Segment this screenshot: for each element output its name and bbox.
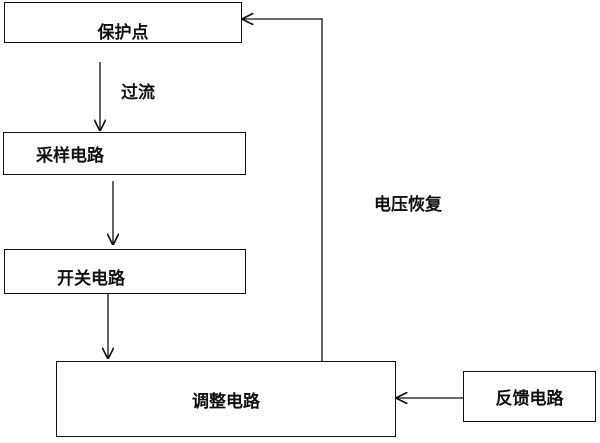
overcurrent-label: 过流 xyxy=(121,83,155,103)
sampling-circuit-box: 采样电路 xyxy=(3,132,246,175)
arrow-adjust-to-protection xyxy=(243,19,323,362)
protection-point-label: 保护点 xyxy=(97,23,149,43)
feedback-circuit-box: 反馈电路 xyxy=(463,371,596,422)
feedback-circuit-label: 反馈电路 xyxy=(495,389,564,409)
voltage-recovery-label: 电压恢复 xyxy=(374,195,442,215)
adjust-circuit-box: 调整电路 xyxy=(56,361,396,437)
sampling-circuit-label: 采样电路 xyxy=(36,146,104,166)
adjust-circuit-label: 调整电路 xyxy=(192,391,260,412)
switch-circuit-box: 开关电路 xyxy=(4,249,246,294)
protection-point-box: 保护点 xyxy=(4,2,242,43)
switch-circuit-label: 开关电路 xyxy=(57,269,125,289)
